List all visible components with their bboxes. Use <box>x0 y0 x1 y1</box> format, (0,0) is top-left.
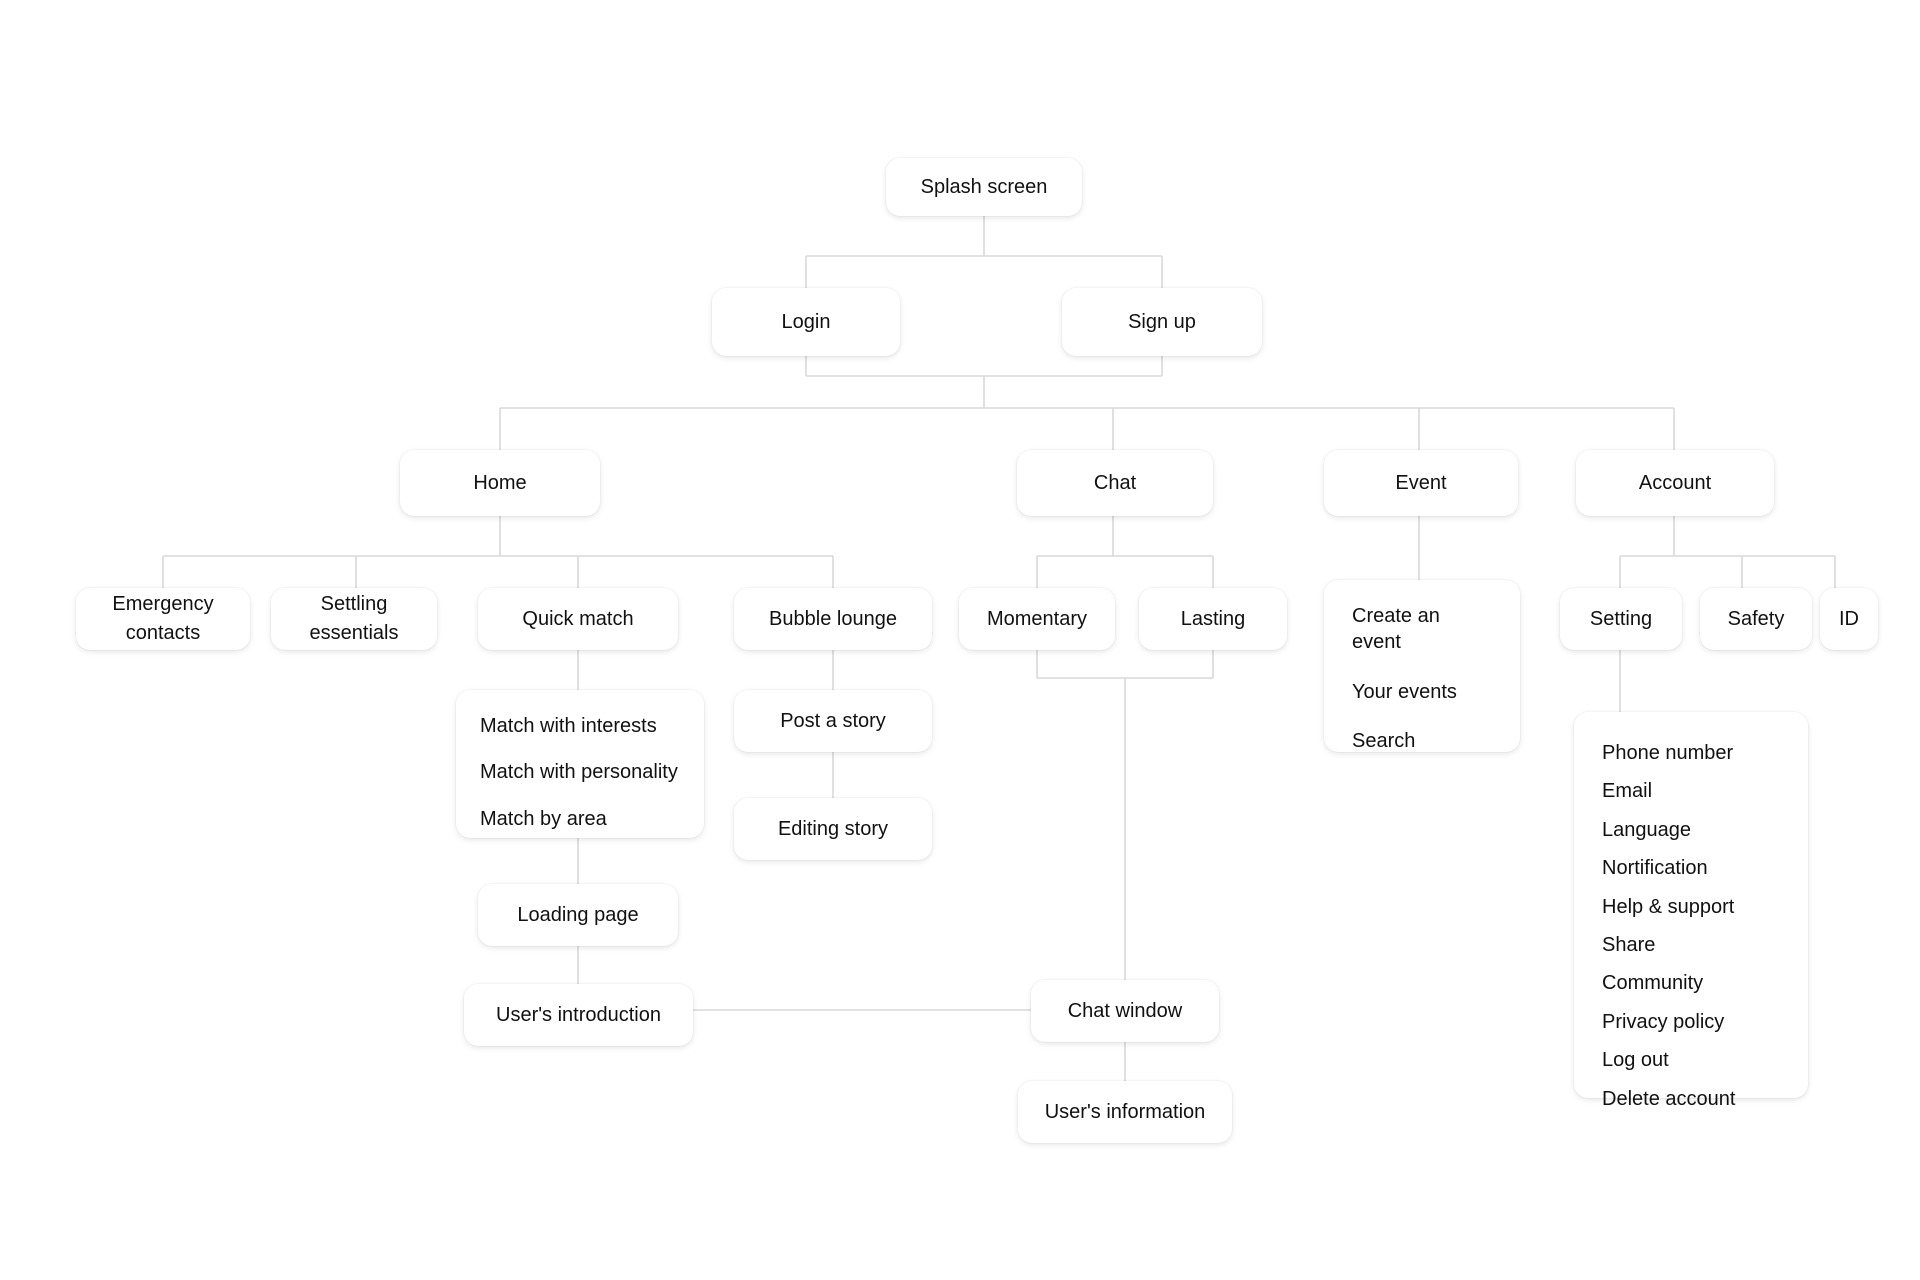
node-users-information[interactable]: User's information <box>1018 1081 1232 1143</box>
node-loading-page[interactable]: Loading page <box>478 884 678 946</box>
node-safety-label: Safety <box>1727 607 1785 630</box>
node-chat-window[interactable]: Chat window <box>1031 980 1219 1042</box>
node-lasting[interactable]: Lasting <box>1139 588 1287 650</box>
match-option-interests[interactable]: Match with interests <box>480 715 657 737</box>
node-quick-match[interactable]: Quick match <box>478 588 678 650</box>
event-option-search[interactable]: Search <box>1352 730 1416 753</box>
node-id-label: ID <box>1839 607 1859 630</box>
node-id[interactable]: ID <box>1820 588 1878 650</box>
node-editing-story[interactable]: Editing story <box>734 798 932 860</box>
node-home[interactable]: Home <box>400 450 600 516</box>
setting-option-help-and-support[interactable]: Help & support <box>1602 895 1735 918</box>
node-post-a-story-label: Post a story <box>780 709 886 732</box>
node-momentary-label: Momentary <box>986 607 1088 630</box>
node-sign-up[interactable]: Sign up <box>1062 288 1262 356</box>
node-event[interactable]: Event <box>1324 450 1518 516</box>
node-chat[interactable]: Chat <box>1017 450 1213 516</box>
node-bubble-lounge[interactable]: Bubble lounge <box>734 588 932 650</box>
node-loading-page-label: Loading page <box>517 903 639 926</box>
node-match-options[interactable]: Match with interests Match with personal… <box>456 690 704 838</box>
node-account-label: Account <box>1638 471 1712 494</box>
node-quick-match-label: Quick match <box>522 607 634 630</box>
node-settling-essentials-line2: essentials <box>309 622 399 644</box>
node-settling-essentials-line1: Settling <box>320 593 388 615</box>
node-splash-screen[interactable]: Splash screen <box>886 158 1082 216</box>
setting-option-nortification[interactable]: Nortification <box>1602 857 1708 880</box>
node-setting-label: Setting <box>1589 607 1653 630</box>
node-users-information-label: User's information <box>1044 1100 1206 1123</box>
node-settling-essentials[interactable]: Settling essentials <box>271 588 437 650</box>
node-login-label: Login <box>781 310 831 333</box>
node-event-options[interactable]: Create an event Your events Search <box>1324 580 1520 752</box>
node-users-introduction-label: User's introduction <box>496 1003 661 1026</box>
setting-option-language[interactable]: Language <box>1602 818 1691 841</box>
node-sign-up-label: Sign up <box>1128 310 1196 333</box>
node-setting[interactable]: Setting <box>1560 588 1682 650</box>
node-emergency-contacts-line2: contacts <box>125 622 201 644</box>
node-lasting-label: Lasting <box>1180 607 1246 630</box>
node-bubble-lounge-label: Bubble lounge <box>769 607 897 630</box>
setting-option-log-out[interactable]: Log out <box>1602 1049 1669 1072</box>
node-splash-screen-label: Splash screen <box>920 175 1048 198</box>
event-option-create-an-event[interactable]: Create an event <box>1352 605 1440 654</box>
node-setting-options[interactable]: Phone number Email Language Nortificatio… <box>1574 712 1808 1110</box>
node-chat-window-label: Chat window <box>1067 999 1183 1022</box>
match-option-area[interactable]: Match by area <box>480 807 607 830</box>
node-account[interactable]: Account <box>1576 450 1774 516</box>
node-home-label: Home <box>473 471 527 494</box>
node-safety[interactable]: Safety <box>1700 588 1812 650</box>
node-editing-story-label: Editing story <box>777 817 889 840</box>
node-event-label: Event <box>1395 471 1447 494</box>
node-emergency-contacts-line1: Emergency <box>112 593 214 615</box>
node-emergency-contacts[interactable]: Emergency contacts <box>76 588 250 650</box>
setting-option-share[interactable]: Share <box>1602 933 1656 956</box>
match-option-personality[interactable]: Match with personality <box>480 761 678 784</box>
node-momentary[interactable]: Momentary <box>959 588 1115 650</box>
node-login[interactable]: Login <box>712 288 900 356</box>
setting-option-privacy-policy[interactable]: Privacy policy <box>1602 1010 1725 1033</box>
event-option-your-events[interactable]: Your events <box>1352 680 1457 703</box>
node-users-introduction[interactable]: User's introduction <box>464 984 693 1046</box>
setting-option-phone-number[interactable]: Phone number <box>1602 742 1734 764</box>
node-post-a-story[interactable]: Post a story <box>734 690 932 752</box>
setting-option-community[interactable]: Community <box>1602 972 1704 995</box>
setting-option-delete-account[interactable]: Delete account <box>1602 1087 1736 1110</box>
setting-option-email[interactable]: Email <box>1602 780 1653 803</box>
node-chat-label: Chat <box>1093 471 1137 494</box>
